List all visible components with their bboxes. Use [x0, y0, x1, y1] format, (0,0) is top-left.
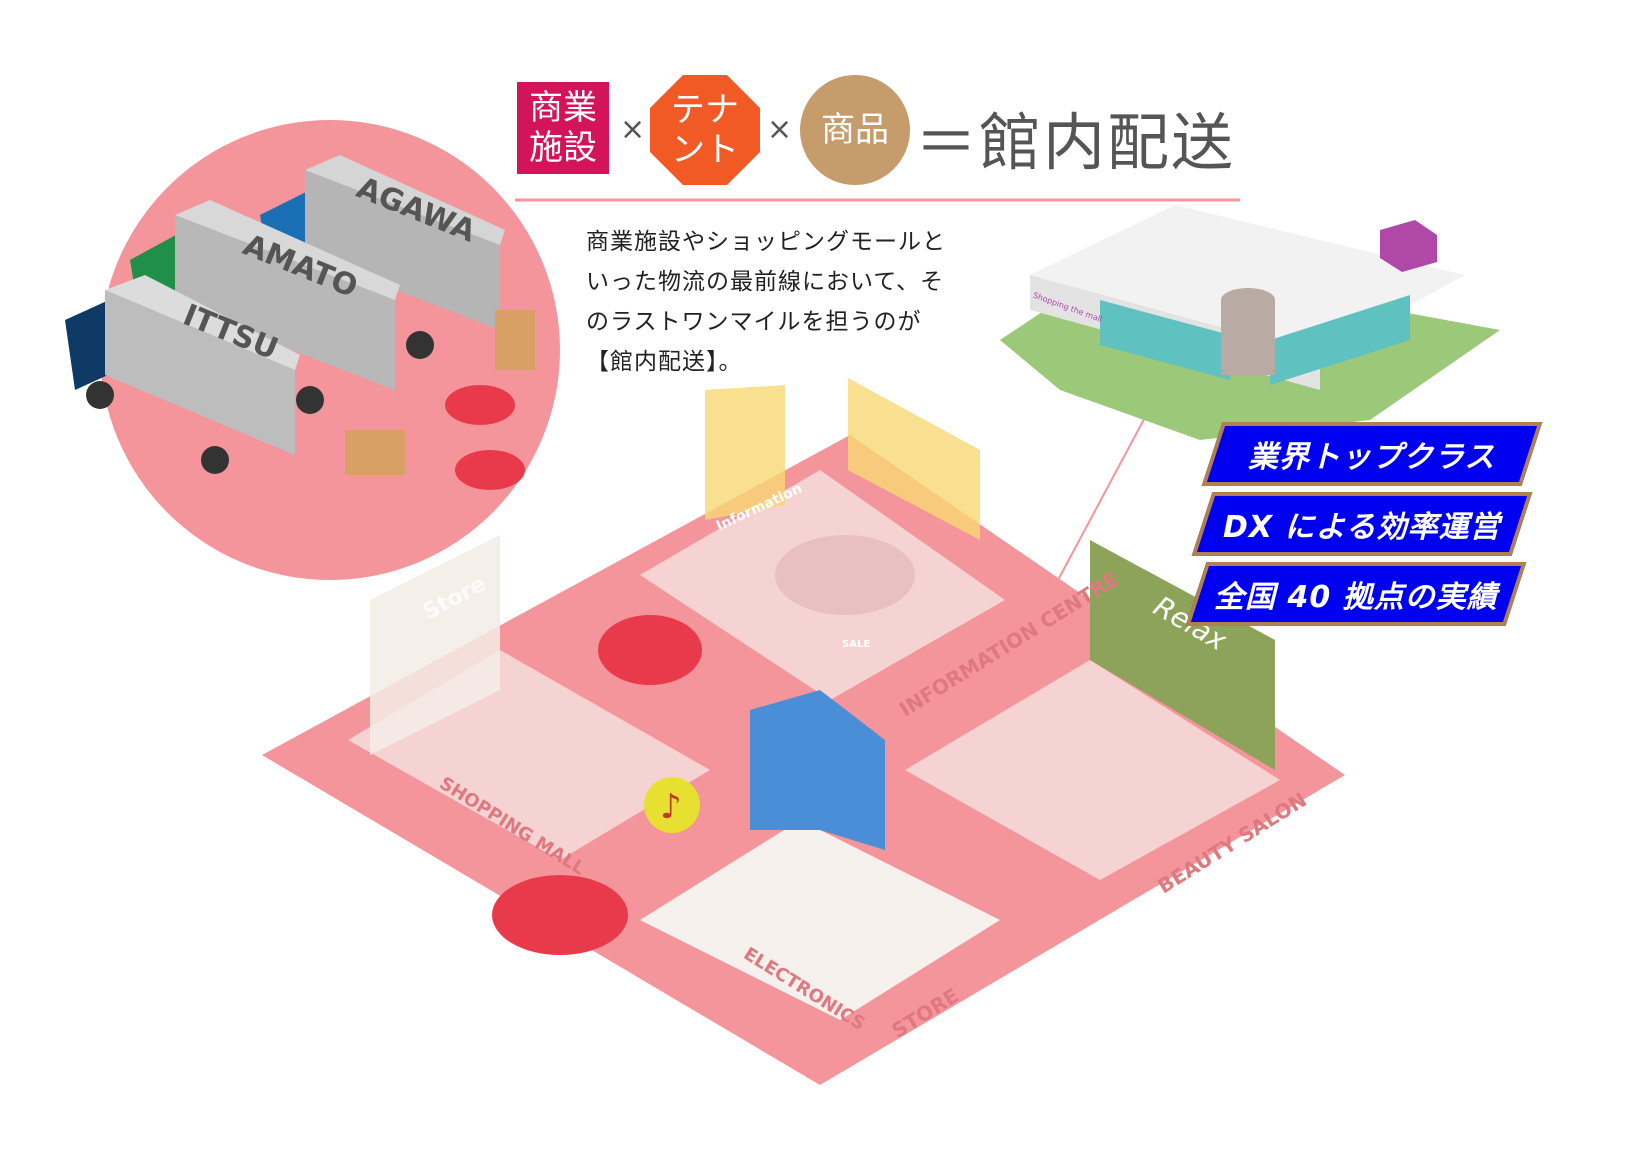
description-line: 商業施設やショッピングモールと — [586, 229, 946, 255]
badge-label: 業界トップクラス — [1248, 440, 1496, 475]
badge-dx-efficiency: DX による効率運営 — [1191, 492, 1533, 556]
truck-scene: AGAWA AMATO ITTSU — [65, 120, 560, 580]
badge-label: 全国 40 拠点の実績 — [1214, 580, 1498, 615]
description-line: のラストワンマイルを担うのが — [586, 309, 922, 335]
description-line: いった物流の最前線において、そ — [586, 269, 945, 295]
block2-line1: テナ — [671, 90, 739, 130]
equation-title: ＝館内配送 — [915, 106, 1236, 179]
zone-electronics — [640, 820, 1000, 1020]
badge-40-locations: 全国 40 拠点の実績 — [1185, 562, 1527, 626]
mall-building: Shopping the mall — [1000, 205, 1500, 440]
music-note-icon: ♪ — [660, 787, 682, 827]
times-sign: × — [620, 112, 646, 147]
product-block: 商品 — [800, 75, 910, 185]
mall-floor: ♪ Store Information SALE Relax INFORMATI… — [262, 378, 1345, 1085]
times-sign: × — [767, 112, 793, 147]
tenant-block: テナ ント — [650, 75, 760, 185]
badge-industry-top: 業界トップクラス — [1201, 422, 1543, 486]
block1-line1: 商業 — [529, 88, 597, 128]
block1-line2: 施設 — [529, 128, 597, 168]
description: 商業施設やショッピングモールと いった物流の最前線において、そ のラストワンマイ… — [586, 222, 996, 382]
description-line: 【館内配送】。 — [586, 349, 743, 375]
zone-beauty-salon — [905, 660, 1280, 880]
badge-label: DX による効率運営 — [1223, 510, 1501, 545]
svg-text:SALE: SALE — [842, 639, 870, 650]
commercial-facility-block: 商業 施設 — [517, 82, 609, 174]
block2-line2: ント — [671, 130, 739, 170]
